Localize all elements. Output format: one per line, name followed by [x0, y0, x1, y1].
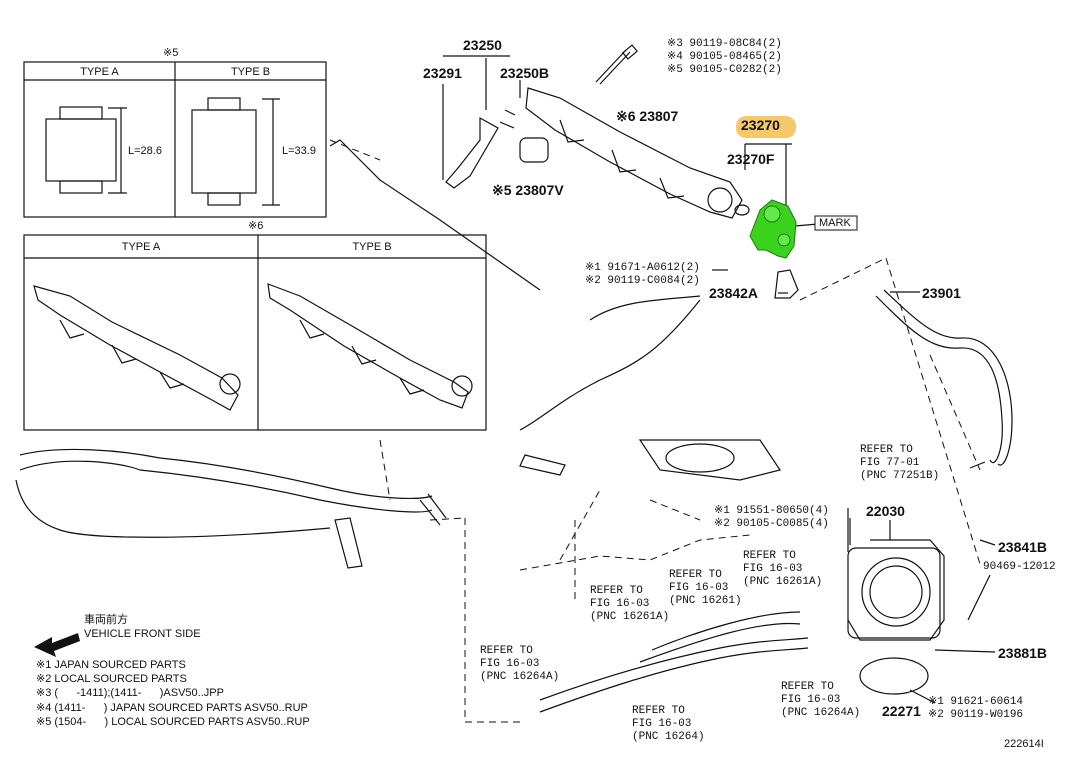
refer-16261[interactable]: REFER TO FIG 16-03 (PNC 16261)	[669, 569, 742, 607]
throttle-bolt-list[interactable]: ※1 91551-80650(4) ※2 90105-C0085(4)	[714, 505, 829, 530]
inset5-length-b: L=33.9	[282, 145, 316, 157]
refer-16261a-right[interactable]: REFER TO FIG 16-03 (PNC 16261A)	[743, 550, 823, 588]
vehicle-front-arrow-icon	[34, 633, 80, 657]
figure-number: 222614I	[1004, 738, 1044, 750]
refer-16264[interactable]: REFER TO FIG 16-03 (PNC 16264)	[632, 705, 705, 743]
highlight-badge	[736, 116, 796, 138]
vehicle-front-jp: 車両前方	[84, 614, 128, 626]
inset6-marker: ※6	[248, 220, 264, 232]
part-23807[interactable]: ※6 23807	[616, 108, 679, 124]
part-23270[interactable]: 23270	[741, 117, 780, 133]
mark-label: MARK	[819, 217, 851, 229]
part-22271[interactable]: 22271	[882, 703, 921, 719]
part-23291[interactable]: 23291	[423, 65, 462, 81]
refer-16264a-left[interactable]: REFER TO FIG 16-03 (PNC 16264A)	[480, 645, 560, 683]
part-23881b[interactable]: 23881B	[998, 645, 1048, 661]
part-90469-12012[interactable]: 90469-12012	[983, 561, 1056, 573]
refer-16261a-left[interactable]: REFER TO FIG 16-03 (PNC 16261A)	[590, 585, 670, 623]
inset6-type-b: TYPE B	[352, 241, 392, 253]
legend-note-1: ※1 JAPAN SOURCED PARTS	[36, 659, 186, 671]
part-23842a[interactable]: 23842A	[709, 285, 759, 301]
legend-note-3: ※3 ( -1411);(1411- )ASV50..JPP	[36, 687, 224, 699]
part-23250b[interactable]: 23250B	[500, 65, 550, 81]
vehicle-front-en: VEHICLE FRONT SIDE	[84, 628, 201, 640]
part-23807v[interactable]: ※5 23807V	[492, 182, 564, 198]
legend-note-5: ※5 (1504- ) LOCAL SOURCED PARTS ASV50..R…	[36, 716, 310, 728]
throttle-nut-list[interactable]: ※1 91621-60614 ※2 90119-W0196	[928, 696, 1024, 721]
refer-fig-77-01[interactable]: REFER TO FIG 77-01 (PNC 77251B)	[860, 444, 940, 482]
legend-note-2: ※2 LOCAL SOURCED PARTS	[36, 673, 187, 685]
part-23250[interactable]: 23250	[463, 37, 502, 53]
part-22030[interactable]: 22030	[866, 503, 905, 519]
refer-16264a-right[interactable]: REFER TO FIG 16-03 (PNC 16264A)	[781, 681, 861, 719]
inset5-length-a: L=28.6	[128, 145, 162, 157]
bolt-part-list[interactable]: ※3 90119-08C84(2) ※4 90105-08465(2) ※5 9…	[667, 38, 782, 76]
inset6-type-a: TYPE A	[121, 241, 161, 253]
inset5-marker: ※5	[163, 47, 179, 59]
inset5-type-b: TYPE B	[230, 66, 271, 78]
clip-bolt-list[interactable]: ※1 91671-A0612(2) ※2 90119-C0084(2)	[585, 262, 700, 287]
legend-note-4: ※4 (1411- ) JAPAN SOURCED PARTS ASV50..R…	[36, 702, 308, 714]
part-23841b[interactable]: 23841B	[998, 539, 1048, 555]
inset5-type-a: TYPE A	[80, 66, 119, 78]
part-23901[interactable]: 23901	[922, 285, 961, 301]
part-23270f[interactable]: 23270F	[727, 151, 775, 167]
fuel-pressure-regulator-part	[749, 199, 797, 259]
